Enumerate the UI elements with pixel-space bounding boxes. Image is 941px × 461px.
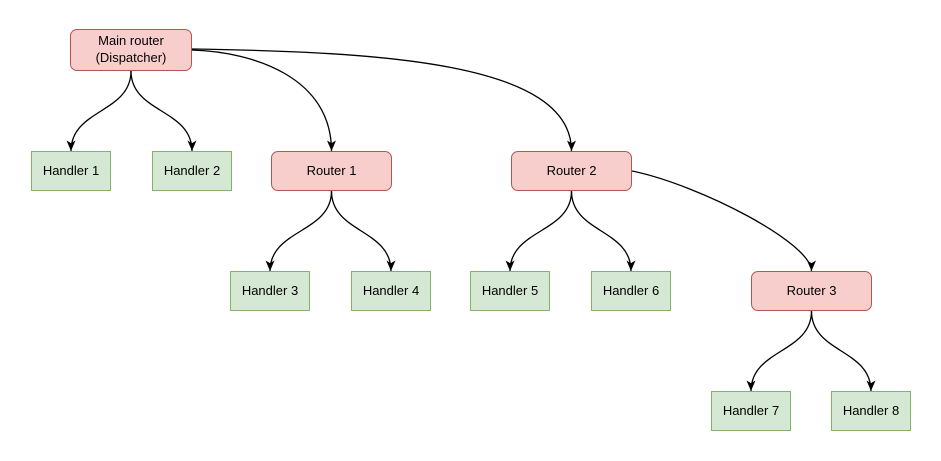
- node-handler-8-label: Handler 8: [842, 402, 900, 418]
- node-handler-7-label: Handler 7: [722, 402, 780, 418]
- node-handler-1: Handler 1: [31, 151, 111, 191]
- node-handler-7: Handler 7: [711, 391, 791, 431]
- node-main-router: Main router (Dispatcher): [70, 29, 192, 71]
- edge-main-router-to-router-2: [191, 48, 576, 152]
- node-router-2: Router 2: [511, 151, 632, 191]
- node-router-3-label: Router 3: [786, 282, 837, 298]
- node-handler-4-label: Handler 4: [362, 282, 420, 298]
- node-router-2-label: Router 2: [546, 162, 597, 178]
- node-handler-8: Handler 8: [831, 391, 911, 431]
- node-main-router-label: Main router (Dispatcher): [95, 33, 167, 65]
- node-router-1-label: Router 1: [306, 162, 357, 178]
- node-handler-1-label: Handler 1: [42, 162, 100, 178]
- node-router-1: Router 1: [271, 151, 392, 191]
- edge-router-1-to-handler-4: [330, 190, 396, 272]
- edge-router-2-to-router-3: [631, 170, 816, 272]
- edge-router-2-to-handler-5: [505, 190, 573, 272]
- edge-router-1-to-handler-3: [265, 190, 333, 272]
- node-handler-2: Handler 2: [152, 151, 232, 191]
- node-handler-3-label: Handler 3: [241, 282, 299, 298]
- node-handler-3: Handler 3: [230, 271, 310, 311]
- node-handler-4: Handler 4: [351, 271, 431, 311]
- edge-router-2-to-handler-6: [570, 190, 636, 272]
- node-handler-5: Handler 5: [470, 271, 550, 311]
- edge-router-3-to-handler-8: [810, 310, 876, 392]
- node-handler-6-label: Handler 6: [602, 282, 660, 298]
- edge-main-router-to-router-1: [191, 49, 336, 152]
- edge-main-router-to-handler-1: [66, 70, 132, 152]
- edge-router-3-to-handler-7: [746, 310, 813, 392]
- node-handler-6: Handler 6: [591, 271, 671, 311]
- edge-main-router-to-handler-2: [130, 70, 197, 152]
- node-handler-2-label: Handler 2: [163, 162, 221, 178]
- node-router-3: Router 3: [751, 271, 872, 311]
- node-handler-5-label: Handler 5: [481, 282, 539, 298]
